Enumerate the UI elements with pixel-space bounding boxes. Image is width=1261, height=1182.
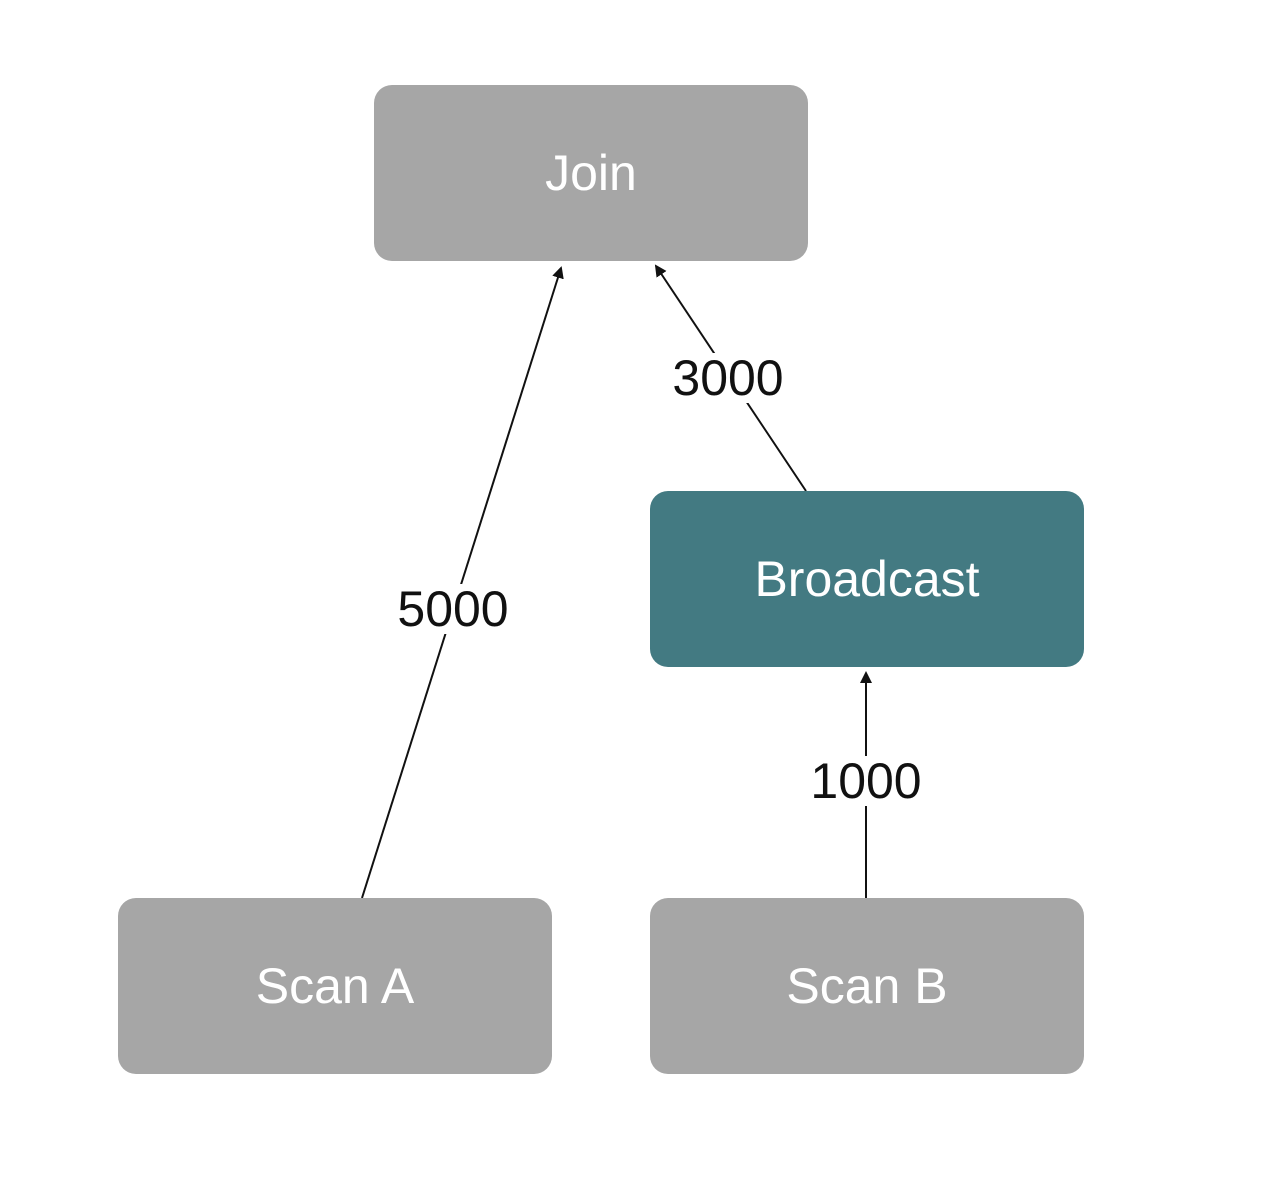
edge-label-scan-b-broadcast: 1000 (810, 753, 922, 809)
edge-label-scan-a-join: 5000 (397, 581, 509, 637)
node-scan-b: Scan B (650, 898, 1084, 1074)
node-broadcast: Broadcast (650, 491, 1084, 667)
node-join: Join (374, 85, 808, 261)
node-scan-a: Scan A (118, 898, 552, 1074)
edge-label-broadcast-join: 3000 (672, 350, 784, 406)
edge-scan-a-to-join (361, 266, 564, 899)
